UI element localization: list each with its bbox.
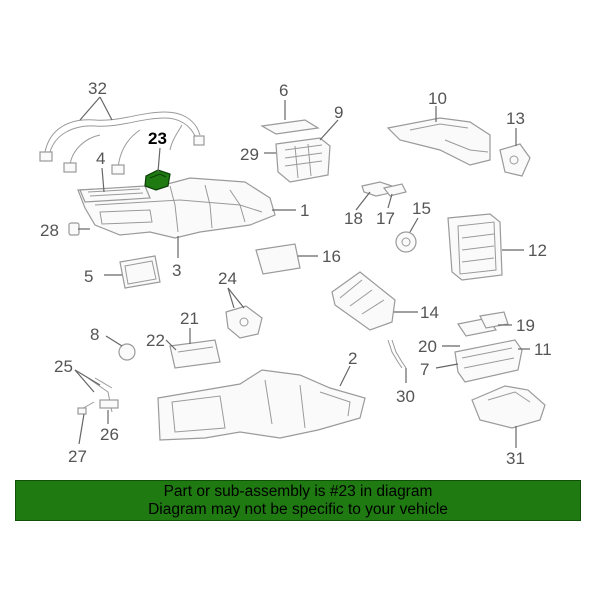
callout-9: 9 — [334, 103, 343, 122]
callout-6: 6 — [279, 81, 288, 100]
callout-24: 24 — [218, 269, 237, 288]
callout-7: 7 — [420, 360, 429, 379]
part-28-clip — [68, 222, 80, 236]
callout-15: 15 — [412, 199, 431, 218]
callout-5: 5 — [84, 267, 93, 286]
part-30-hose — [387, 339, 407, 369]
part-10-duct — [386, 117, 491, 166]
part-25-linkage — [87, 377, 119, 413]
part-23-highlighted-actuator — [144, 169, 171, 191]
callout-17: 17 — [376, 209, 395, 228]
callout-16: 16 — [322, 247, 341, 266]
callout-14: 14 — [420, 303, 439, 322]
callout-18: 18 — [344, 209, 363, 228]
leader-lines — [74, 96, 530, 448]
banner-line-1: Part or sub-assembly is #23 in diagram — [163, 483, 433, 500]
callout-26: 26 — [100, 425, 119, 444]
callout-4: 4 — [96, 149, 105, 168]
callout-25: 25 — [54, 357, 73, 376]
part-1-heater-housing — [77, 177, 276, 239]
part-32-wiring-harness — [39, 111, 205, 175]
callout-11: 11 — [534, 340, 552, 359]
callout-21: 21 — [180, 309, 199, 328]
part-31-blower-housing — [471, 385, 546, 429]
callout-12: 12 — [528, 241, 547, 260]
callout-28: 28 — [40, 221, 59, 240]
callout-13: 13 — [506, 109, 525, 128]
callout-3: 3 — [172, 261, 181, 280]
part-4-door — [79, 185, 151, 203]
part-21-door — [169, 339, 221, 369]
part-2-lower-housing — [157, 369, 366, 441]
part-27-rod — [77, 401, 95, 415]
part-11-case — [454, 339, 523, 383]
part-12-core — [447, 213, 503, 281]
callout-8: 8 — [90, 325, 99, 344]
callout-29: 29 — [240, 145, 259, 164]
part-15-motor — [395, 231, 417, 253]
part-8-grommet — [118, 343, 136, 361]
part-14-evaporator — [331, 271, 396, 331]
part-13-cover — [499, 143, 531, 177]
callout-1: 1 — [300, 201, 309, 220]
callout-19: 19 — [516, 316, 535, 335]
callout-27: 27 — [68, 447, 87, 466]
callout-23: 23 — [148, 129, 167, 148]
callout-2: 2 — [348, 349, 357, 368]
callout-22: 22 — [146, 331, 165, 350]
callout-30: 30 — [396, 387, 415, 406]
part-6-filter — [260, 119, 320, 135]
part-info-banner: Part or sub-assembly is #23 in diagram D… — [15, 480, 581, 521]
part-19-filter — [457, 311, 509, 337]
part-9-grille — [275, 137, 331, 183]
callout-10: 10 — [428, 89, 447, 108]
banner-line-2: Diagram may not be specific to your vehi… — [148, 501, 448, 518]
callout-31: 31 — [506, 449, 525, 468]
part-16-filter-plate — [255, 243, 301, 275]
callout-32: 32 — [88, 79, 107, 98]
callout-20: 20 — [418, 337, 437, 356]
part-24-lever — [225, 305, 263, 339]
part-5-seal — [119, 255, 161, 289]
callout-numbers: 32 23 4 1 28 3 5 6 9 29 10 13 18 17 15 1… — [40, 79, 552, 468]
